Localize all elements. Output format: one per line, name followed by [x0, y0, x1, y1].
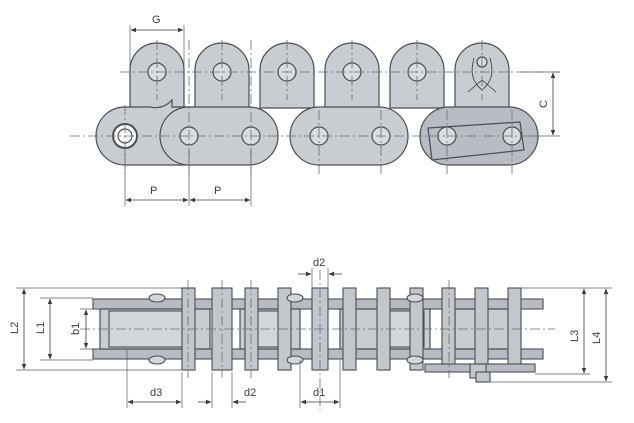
plan-view-centerlines [80, 270, 555, 410]
dimension-l3: L3 [521, 287, 590, 375]
label-l1: L1 [35, 322, 47, 334]
bushings [148, 293, 424, 365]
label-b1: b1 [70, 323, 82, 335]
dimension-g: G [129, 14, 185, 66]
link-plates [95, 98, 539, 166]
dimension-d1: d1 [299, 360, 341, 408]
label-l2: L2 [9, 322, 21, 334]
dimension-pitch: P P [124, 150, 252, 206]
plan-view: d2 d3 d2 d1 b1 [9, 257, 612, 410]
connecting-link-clip [424, 363, 536, 383]
dimension-l1: L1 [35, 297, 93, 361]
label-l3: L3 [569, 330, 581, 342]
dimension-d2-bottom: d2 [198, 372, 256, 408]
dimension-c: C [520, 71, 560, 137]
dimension-l4: L4 [490, 287, 612, 383]
label-p-1: P [150, 185, 157, 197]
dimension-l2: L2 [9, 287, 182, 371]
attachment-lobes [129, 42, 510, 109]
label-d3: d3 [150, 387, 162, 399]
dimension-d2-top: d2 [298, 257, 342, 288]
label-l4: L4 [591, 332, 603, 344]
label-d2-top: d2 [313, 257, 325, 269]
dimension-d3: d3 [126, 350, 183, 408]
dimension-b1: b1 [70, 308, 100, 350]
label-d2-bottom: d2 [244, 387, 256, 399]
label-p-2: P [214, 185, 221, 197]
label-c: C [538, 100, 550, 108]
side-view: G P P C [70, 14, 560, 206]
label-g: G [152, 14, 161, 26]
label-d1: d1 [313, 387, 325, 399]
